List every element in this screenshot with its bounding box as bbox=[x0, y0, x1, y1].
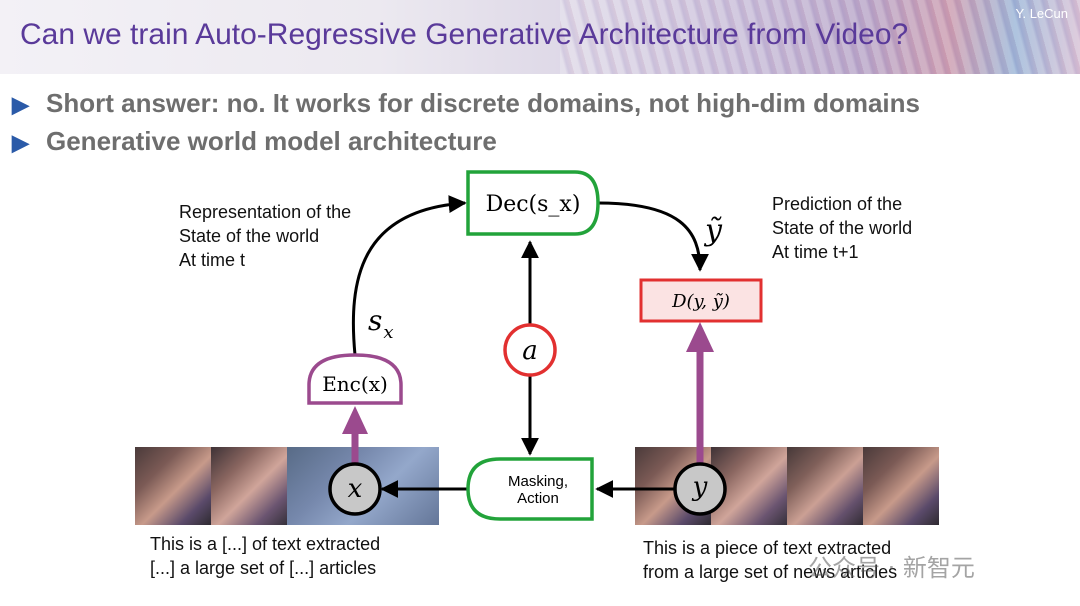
y-label: y bbox=[692, 472, 708, 502]
prediction-line-3: At time t+1 bbox=[772, 242, 859, 262]
encoder-box bbox=[307, 353, 403, 405]
prediction-line-2: State of the world bbox=[772, 218, 913, 238]
representation-line-2: State of the world bbox=[179, 226, 320, 246]
decoder-label: Dec(s_x) bbox=[486, 192, 581, 217]
ytilde-arrow bbox=[597, 201, 709, 272]
bullet-2-text: Generative world model architecture bbox=[46, 126, 497, 156]
action-circle bbox=[503, 323, 557, 377]
left-caption-line-1: This is a [...] of text extracted bbox=[150, 534, 381, 554]
representation-line-1: Representation of the bbox=[179, 202, 352, 222]
right-caption-line-2: from a large set of news articles bbox=[643, 562, 898, 582]
x-label: x bbox=[348, 474, 363, 504]
x-to-encoder-arrowhead bbox=[342, 406, 368, 434]
video-frame bbox=[211, 447, 287, 525]
right-caption-line-1: This is a piece of text extracted bbox=[643, 538, 892, 558]
y-circle bbox=[673, 462, 727, 516]
right-caption: This is a piece of text extracted from a… bbox=[643, 536, 897, 584]
distance-label: D(y, ỹ) bbox=[671, 291, 730, 312]
y-to-distance-arrowhead bbox=[686, 322, 714, 352]
sx-label-s: s bbox=[368, 304, 382, 337]
video-frame bbox=[863, 447, 939, 525]
masking-label-line2: Action bbox=[517, 490, 559, 507]
sx-label-sub: x bbox=[383, 322, 393, 343]
title-bar: Can we train Auto-Regressive Generative … bbox=[0, 0, 1080, 74]
slide-title: Can we train Auto-Regressive Generative … bbox=[20, 18, 909, 51]
masking-box bbox=[466, 457, 594, 521]
masking-label-line1: Masking, bbox=[508, 473, 568, 490]
watermark: 公众号 · 新智元 bbox=[808, 554, 975, 582]
bullet-1: ▶ Short answer: no. It works for discrete… bbox=[12, 88, 920, 119]
prediction-line-1: Prediction of the bbox=[772, 194, 903, 214]
video-frame bbox=[135, 447, 211, 525]
bullet-2: ▶ Generative world model architecture bbox=[12, 126, 497, 157]
representation-line-3: At time t bbox=[179, 250, 246, 270]
decoder-box bbox=[466, 170, 600, 236]
x-circle bbox=[328, 462, 382, 516]
representation-label: Representation of the State of the world… bbox=[179, 200, 351, 272]
sx-arrow bbox=[351, 195, 467, 356]
encoder-label: Enc(x) bbox=[322, 372, 388, 396]
bullet-1-text: Short answer: no. It works for discrete … bbox=[46, 88, 920, 118]
sx-label: sx bbox=[368, 304, 394, 343]
distance-box bbox=[639, 278, 763, 323]
triangle-bullet-icon: ▶ bbox=[12, 130, 29, 155]
ytilde-label: ỹ bbox=[703, 213, 723, 248]
prediction-label: Prediction of the State of the world At … bbox=[772, 192, 912, 264]
left-caption-line-2: [...] a large set of [...] articles bbox=[150, 558, 377, 578]
author-label: Y. LeCun bbox=[1015, 6, 1068, 21]
triangle-bullet-icon: ▶ bbox=[12, 92, 29, 117]
action-label: a bbox=[522, 336, 538, 366]
video-frame bbox=[787, 447, 863, 525]
left-caption: This is a [...] of text extracted [...] … bbox=[150, 532, 380, 580]
